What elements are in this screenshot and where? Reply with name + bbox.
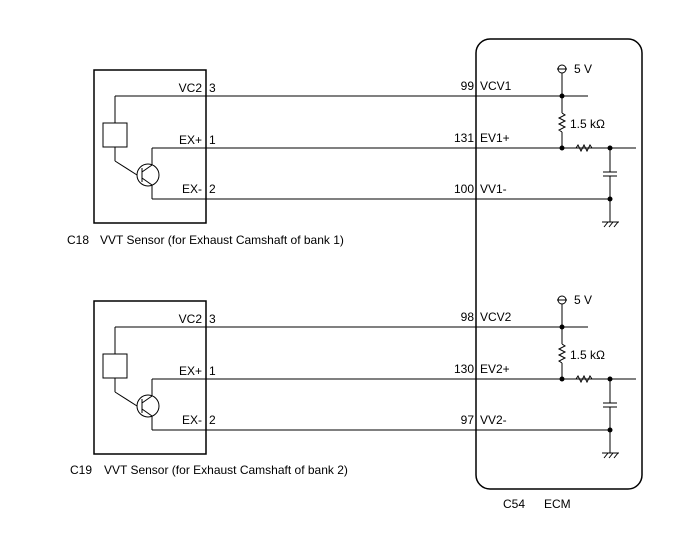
- sensor-2-connector-label: C19: [70, 463, 92, 477]
- sensor-1-name-label: VVT Sensor (for Exhaust Camshaft of bank…: [100, 233, 344, 247]
- sensor-2-pin-num-ex-plus: 1: [209, 364, 216, 378]
- sensor-2-pin-num-vc2: 3: [209, 312, 216, 326]
- sensor-2-resistor-label: 1.5 kΩ: [570, 348, 605, 362]
- sensor-1-pin-num-vc2: 3: [209, 81, 216, 95]
- sensor-1-pin-num-ex-minus: 2: [209, 182, 216, 196]
- ecm-pin-label-vcv1: VCV1: [480, 79, 512, 93]
- ecm-pin-label-ev1-plus: EV1+: [480, 131, 510, 145]
- ecm-pin-num-131: 131: [454, 131, 474, 145]
- sensor-1-pullup-resistor: [557, 112, 567, 133]
- sensor-2-box: [93, 300, 207, 455]
- ecm-pin-label-vv2-minus: VV2-: [480, 413, 507, 427]
- sensor-1-coil: [102, 122, 128, 148]
- ecm-box: [475, 38, 643, 490]
- sensor-1-pin-num-ex-plus: 1: [209, 133, 216, 147]
- ecm-pin-num-100: 100: [454, 182, 474, 196]
- sensor-2-pin-label-ex-plus: EX+: [179, 364, 202, 378]
- sensor-1-pin-label-vc2: VC2: [179, 81, 203, 95]
- sensor-2-supply-label: 5 V: [574, 293, 592, 307]
- sensor-2-pullup-resistor: [557, 343, 567, 364]
- ecm-connector-label: C54: [503, 497, 525, 511]
- sensor-1-circuit: VC2 3 EX+ 1 EX- 2 99 VCV1 131 EV1+ 100 V…: [67, 62, 636, 247]
- sensor-1-transistor: [136, 163, 160, 187]
- sensor-1-pin-label-ex-plus: EX+: [179, 133, 202, 147]
- sensor-1-supply-label: 5 V: [574, 62, 592, 76]
- sensor-2-circuit: VC2 3 EX+ 1 EX- 2 98 VCV2 130 EV2+ 97 VV…: [70, 293, 636, 477]
- ecm-pin-label-vcv2: VCV2: [480, 310, 512, 324]
- sensor-1-resistor-label: 1.5 kΩ: [570, 117, 605, 131]
- ecm-pin-label-ev2-plus: EV2+: [480, 362, 510, 376]
- sensor-1-connector-label: C18: [67, 233, 89, 247]
- ecm-pin-num-130: 130: [454, 362, 474, 376]
- sensor-2-pin-label-ex-minus: EX-: [182, 413, 202, 427]
- sensor-1-box: [93, 69, 207, 224]
- ecm-name-label: ECM: [544, 497, 571, 511]
- ecm-pin-label-vv1-minus: VV1-: [480, 182, 507, 196]
- sensor-1-pin-label-ex-minus: EX-: [182, 182, 202, 196]
- ecm-pin-num-97: 97: [461, 413, 475, 427]
- ecm-pin-num-98: 98: [461, 310, 475, 324]
- sensor-2-name-label: VVT Sensor (for Exhaust Camshaft of bank…: [104, 463, 348, 477]
- sensor-2-coil: [102, 353, 128, 379]
- ecm-pin-num-99: 99: [461, 79, 475, 93]
- sensor-2-pin-num-ex-minus: 2: [209, 413, 216, 427]
- sensor-2-pin-label-vc2: VC2: [179, 312, 203, 326]
- sensor-2-transistor: [136, 394, 160, 418]
